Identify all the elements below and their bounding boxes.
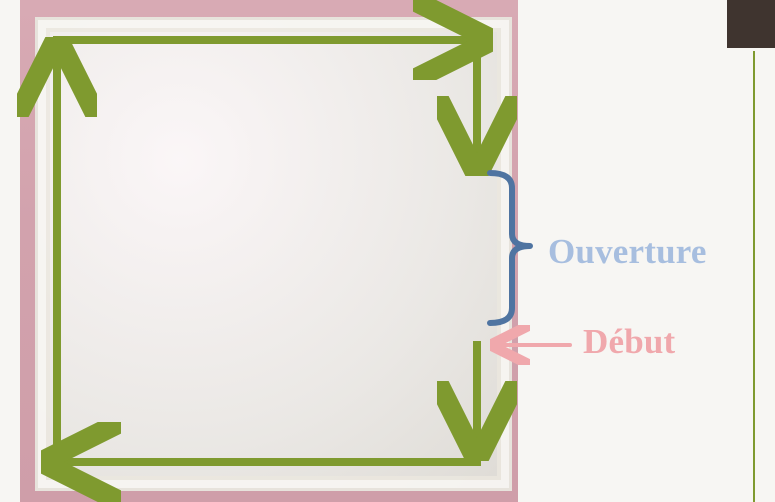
right-panel-line <box>753 51 755 502</box>
corner-dark-block <box>727 0 775 48</box>
start-label: Début <box>583 322 676 361</box>
opening-brace <box>487 170 533 326</box>
fabric-square <box>35 17 512 491</box>
opening-label: Ouverture <box>548 232 707 271</box>
